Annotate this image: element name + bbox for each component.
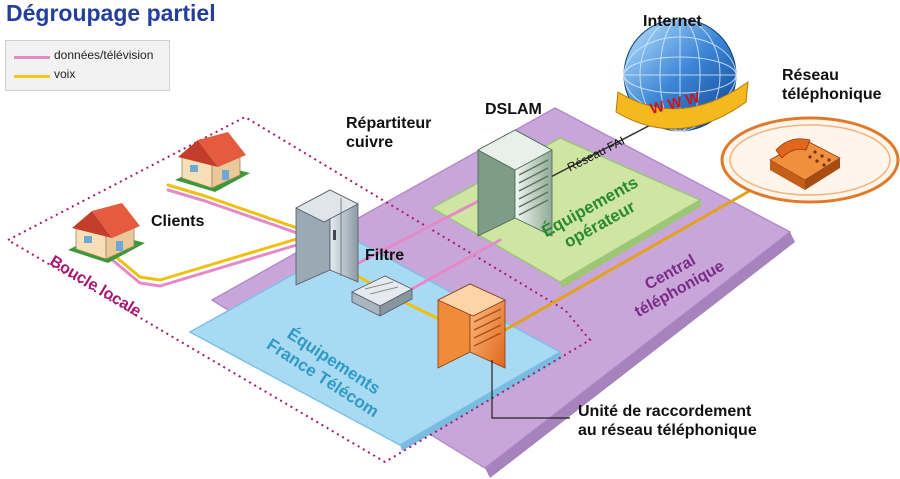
- filtre-label: Filtre: [365, 247, 405, 264]
- internet-label: Internet: [643, 13, 702, 30]
- internet-globe-icon: [615, 18, 749, 132]
- legend-label-data: données/télévision: [54, 48, 154, 62]
- legend-swatch-data: [14, 56, 50, 59]
- legend: données/télévision voix: [5, 40, 170, 91]
- house-icon: [175, 132, 250, 192]
- dslam-label: DSLAM: [485, 101, 542, 118]
- clients-label: Clients: [151, 213, 205, 230]
- unite-raccordement-label-2: au réseau téléphonique: [578, 422, 757, 439]
- central-telephonique-zone-edge: [485, 232, 795, 478]
- boucle-locale-outline: [5, 115, 592, 464]
- fai-link: [544, 119, 661, 181]
- page-title: Dégroupage partiel: [6, 0, 216, 26]
- filtre-icon: [351, 275, 413, 317]
- data-cables: [108, 188, 502, 292]
- repartiteur-label-2: cuivre: [346, 134, 394, 151]
- unite-raccordement-icon: [437, 283, 506, 369]
- reseau-telephonique-icon: [720, 116, 900, 204]
- equipements-operateur-zone-edge: [560, 200, 702, 288]
- legend-label-voice: voix: [54, 67, 76, 81]
- reseau-telephonique-label-1: Réseau: [782, 67, 839, 84]
- repartiteur-cabinet-icon: [295, 189, 359, 286]
- legend-swatch-voice: [14, 75, 50, 78]
- dslam-rack-icon: [477, 129, 553, 237]
- unite-leader-line: [491, 360, 570, 419]
- reseau-telephonique-label-2: téléphonique: [782, 86, 882, 103]
- house-icon: [68, 203, 145, 263]
- equipements-ft-zone-edge: [400, 352, 562, 451]
- unite-raccordement-label-1: Unité de raccordement: [578, 403, 752, 420]
- repartiteur-label-1: Répartiteur: [346, 115, 432, 132]
